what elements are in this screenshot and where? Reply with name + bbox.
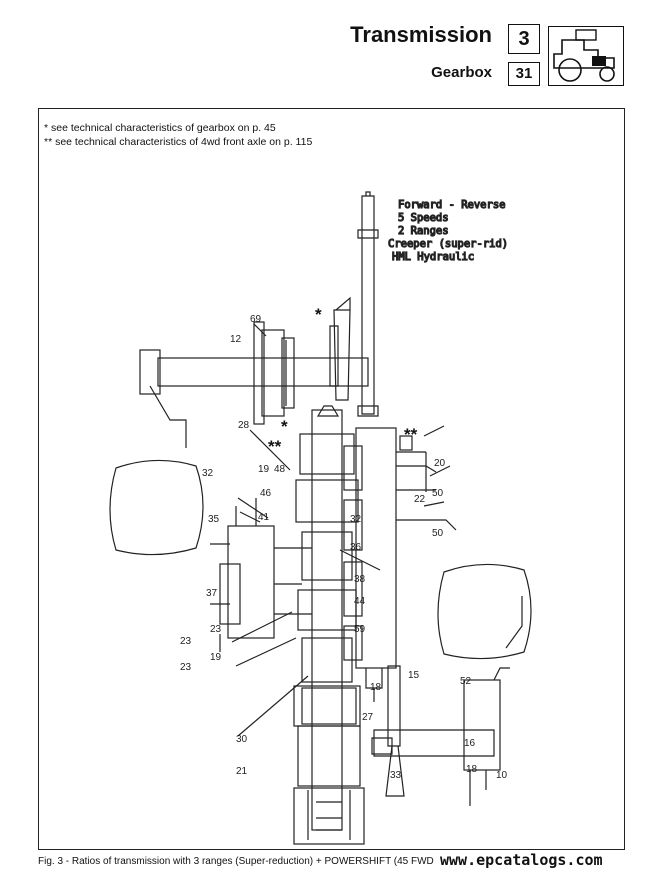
part-label: 19 <box>258 464 270 475</box>
part-label: 33 <box>390 770 402 781</box>
part-label: 18 <box>370 682 382 693</box>
part-label: 18 <box>466 764 478 775</box>
part-label: 50 <box>432 488 444 499</box>
part-label: 12 <box>230 334 242 345</box>
part-label: 30 <box>236 734 248 745</box>
part-label: 44 <box>354 596 366 607</box>
part-label: 22 <box>414 494 426 505</box>
part-label: 10 <box>496 770 508 781</box>
part-label: 32 <box>350 514 362 525</box>
part-label: 36 <box>350 542 362 553</box>
legend-line-2: 5 Speeds <box>398 212 449 224</box>
watermark: www.epcatalogs.com <box>440 851 603 869</box>
part-label: 35 <box>208 514 220 525</box>
part-label: 19 <box>210 652 222 663</box>
part-label: 23 <box>210 624 222 635</box>
part-label: 41 <box>258 512 270 523</box>
subsection-title: Gearbox <box>431 64 492 81</box>
note-front-axle: ** see technical characteristics of 4wd … <box>44 136 313 148</box>
note-gearbox: * see technical characteristics of gearb… <box>44 122 276 134</box>
part-label: 32 <box>202 468 214 479</box>
tractor-icon <box>548 26 624 86</box>
figure-frame <box>38 108 625 850</box>
part-label: 38 <box>354 574 366 585</box>
part-label: 16 <box>464 738 476 749</box>
part-label: 23 <box>180 636 192 647</box>
part-label: 20 <box>434 458 446 469</box>
gearbox-diagram: Forward - Reverse 5 Speeds 2 Ranges Cree… <box>109 191 532 845</box>
part-label: 52 <box>460 676 472 687</box>
chapter-number-box: 3 <box>508 24 540 54</box>
part-label: 15 <box>408 670 420 681</box>
section-title: Transmission <box>350 22 492 47</box>
figure-caption: Fig. 3 - Ratios of transmission with 3 r… <box>38 856 434 867</box>
page-number-box: 31 <box>508 62 540 86</box>
part-label: 48 <box>274 464 286 475</box>
double-star-marker-2: ** <box>404 425 418 444</box>
part-label: 37 <box>206 588 218 599</box>
part-label: 59 <box>354 624 366 635</box>
part-label: 27 <box>362 712 374 723</box>
legend-line-4: Creeper (super-rid) <box>388 238 508 250</box>
part-label: 28 <box>238 420 250 431</box>
star-marker-1: * <box>315 305 322 324</box>
legend-line-5: HML Hydraulic <box>392 251 474 263</box>
part-label: 21 <box>236 766 248 777</box>
double-star-marker-1: ** <box>268 437 282 456</box>
part-label: 46 <box>260 488 272 499</box>
part-label: 69 <box>250 314 262 325</box>
legend-line-1: Forward - Reverse <box>398 199 505 211</box>
part-label: 23 <box>180 662 192 673</box>
legend-line-3: 2 Ranges <box>398 225 449 237</box>
star-marker-2: * <box>281 417 288 436</box>
part-label: 50 <box>432 528 444 539</box>
